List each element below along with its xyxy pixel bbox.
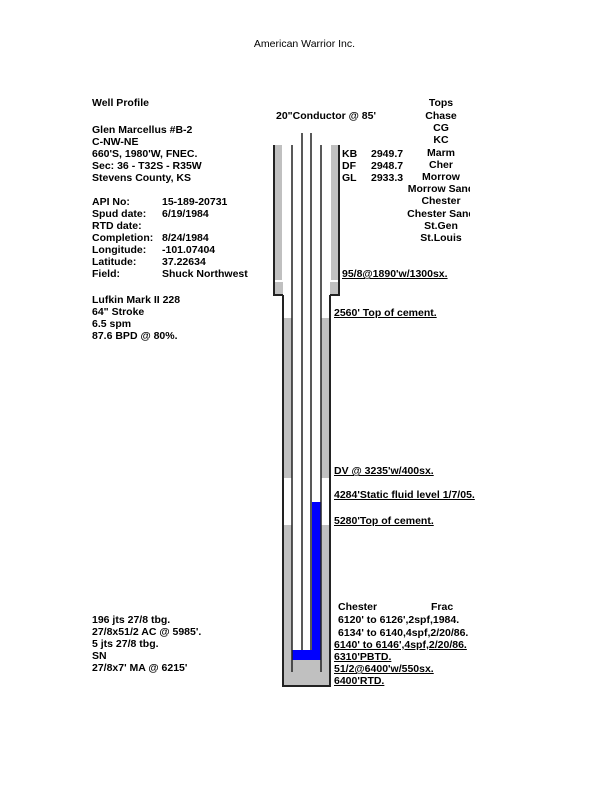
production-casing-label: 51/2@6400'w/550sx. (334, 663, 434, 675)
tubing-line: SN (92, 650, 107, 662)
production-casing-cement (284, 318, 329, 686)
surface-casing (273, 145, 340, 296)
formation-top: CG (433, 122, 449, 135)
perf-line: 6120' to 6126',2spf,1984. (338, 614, 460, 626)
fluid-column (292, 502, 321, 660)
formation-top: Morrow Sand (407, 183, 470, 196)
elev-value: 2948.7 (371, 160, 404, 172)
info-value: 37.22634 (162, 256, 206, 268)
info-value: 6/19/1984 (162, 208, 209, 220)
well-county: Stevens County, KS (92, 172, 191, 184)
info-value: 8/24/1984 (162, 232, 209, 244)
elev-value: 2933.3 (371, 172, 404, 184)
pbtd-label: 6310'PBTD. (334, 651, 392, 663)
elev-label: DF (342, 160, 356, 172)
info-label: API No: (92, 196, 130, 208)
rtd-label: 6400'RTD. (334, 675, 385, 687)
dv-tool-label: DV @ 3235'w/400sx. (334, 465, 434, 477)
perf-zone: Chester (338, 601, 378, 613)
info-label: Longitude: (92, 244, 147, 256)
frac-label: Frac (431, 601, 454, 613)
tubing-line: 27/8x51/2 AC @ 5985'. (92, 626, 202, 638)
pump-line: 87.6 BPD @ 80%. (92, 330, 178, 342)
top-of-cement-label: 5280'Top of cement. (334, 515, 434, 527)
formation-top: St.Louis (420, 232, 462, 244)
tubing-line: 27/8x7' MA @ 6215' (92, 662, 188, 674)
info-value: 15-189-20731 (162, 196, 228, 208)
info-label: Field: (92, 268, 120, 280)
pump-line: 64" Stroke (92, 306, 145, 318)
formation-top: Cher (429, 158, 453, 171)
tubing-line: 196 jts 27/8 tbg. (92, 614, 171, 626)
formation-top: KC (433, 134, 449, 147)
formation-top: Chester (421, 195, 461, 208)
page-title: Well Profile (92, 97, 149, 109)
formation-top: Marm (426, 146, 455, 159)
perf-line: 6134' to 6140,4spf,2/20/86. (338, 627, 469, 639)
fluid-level-label: 4284'Static fluid level 1/7/05. (334, 489, 475, 501)
elev-label: KB (342, 148, 358, 160)
info-label: Spud date: (92, 208, 147, 220)
surface-casing-label: 95/8@1890'w/1300sx. (342, 268, 448, 280)
well-section: Sec: 36 - T32S - R35W (92, 160, 202, 172)
well-name: Glen Marcellus #B-2 (92, 124, 193, 136)
elev-label: GL (342, 172, 357, 184)
well-footage: 660'S, 1980'W, FNEC. (92, 148, 198, 160)
info-label: Completion: (92, 232, 154, 244)
info-label: Latitude: (92, 256, 137, 268)
info-value: Shuck Northwest (162, 268, 248, 280)
formation-top: Chase (425, 110, 457, 122)
formation-top: Morrow (422, 171, 460, 183)
info-label: RTD date: (92, 220, 142, 232)
formation-top: Chester Sand (407, 207, 470, 220)
top-of-cement-label: 2560' Top of cement. (334, 307, 437, 319)
tubing-line: 5 jts 27/8 tbg. (92, 638, 159, 650)
company-name: American Warrior Inc. (253, 38, 356, 50)
info-value: -101.07404 (162, 244, 216, 256)
pump-line: Lufkin Mark II 228 (92, 294, 181, 306)
formation-top: St.Gen (424, 219, 458, 232)
perf-line: 6140' to 6146',4spf,2/20/86. (334, 639, 467, 651)
tops-header: Tops (428, 97, 454, 109)
casing-walls (282, 133, 331, 687)
elev-value: 2949.7 (371, 148, 404, 160)
pump-line: 6.5 spm (92, 318, 132, 330)
conductor-label: 20"Conductor @ 85' (276, 110, 376, 122)
well-location: C-NW-NE (92, 136, 139, 148)
